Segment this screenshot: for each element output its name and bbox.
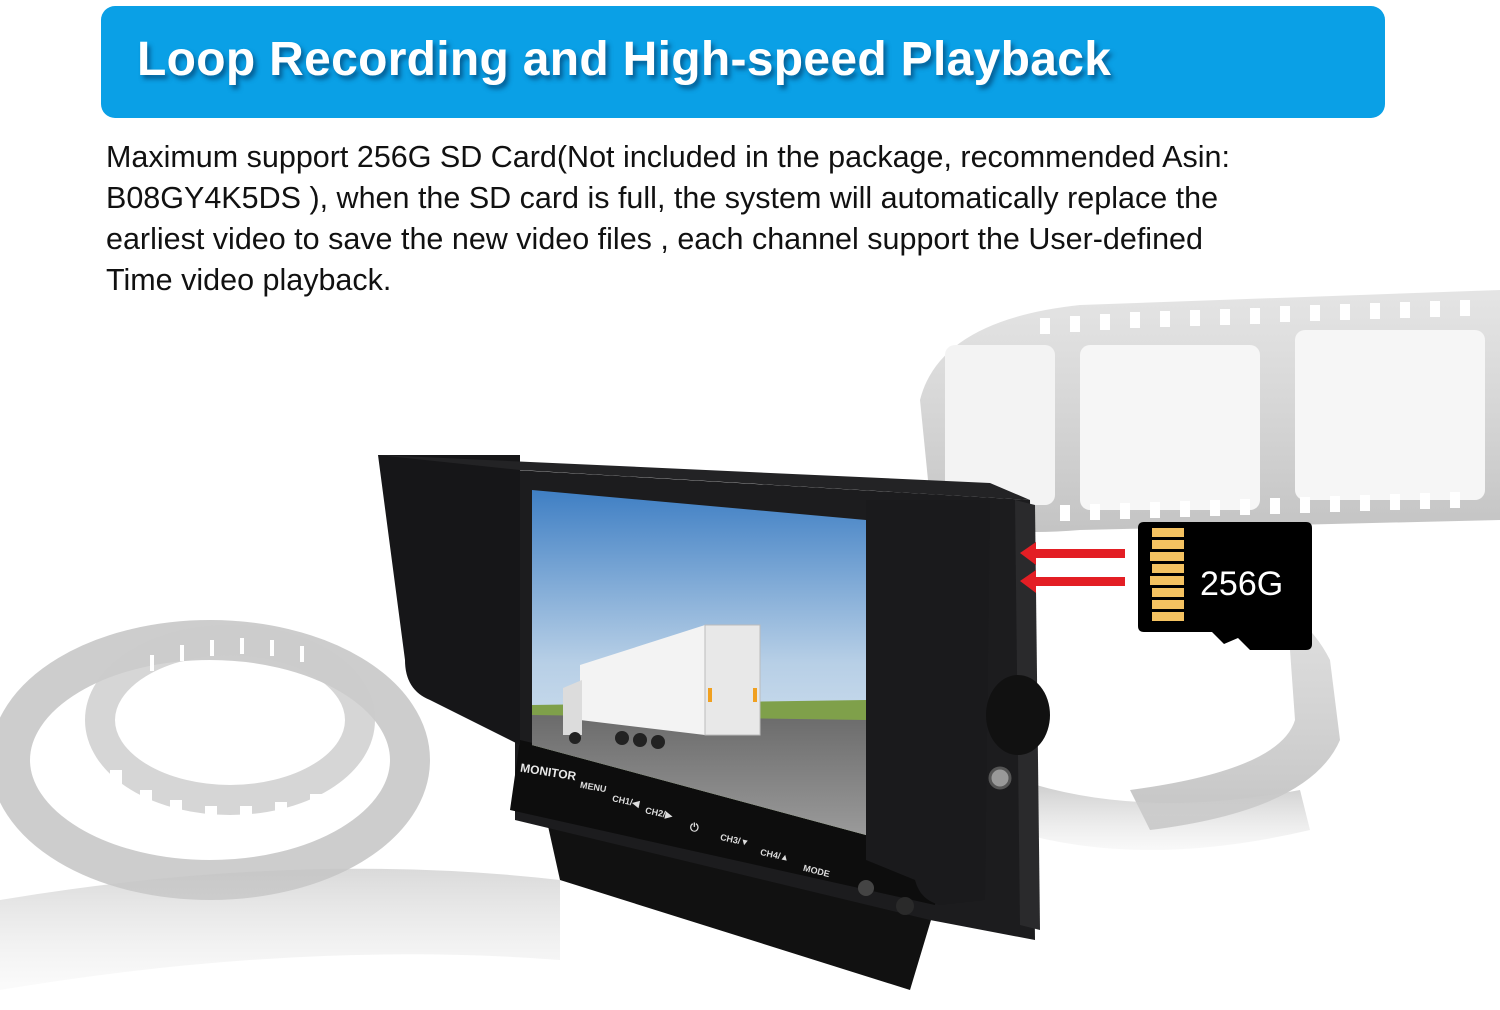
title-banner: Loop Recording and High-speed Playback <box>101 6 1385 118</box>
power-button[interactable]: ⏻ <box>690 822 699 834</box>
monitor-product-image <box>378 455 1050 990</box>
page-title: Loop Recording and High-speed Playback <box>137 33 1112 86</box>
feature-description: Maximum support 256G SD Card(Not include… <box>106 137 1406 301</box>
sd-card-icon <box>1138 522 1312 650</box>
insert-arrows-icon <box>1020 542 1125 593</box>
description-line: earliest video to save the new video fil… <box>106 222 1203 256</box>
description-line: Maximum support 256G SD Card(Not include… <box>106 140 1230 174</box>
sd-card-capacity: 256G <box>1200 565 1284 603</box>
description-line: Time video playback. <box>106 263 392 297</box>
description-line: B08GY4K5DS ), when the SD card is full, … <box>106 181 1219 215</box>
